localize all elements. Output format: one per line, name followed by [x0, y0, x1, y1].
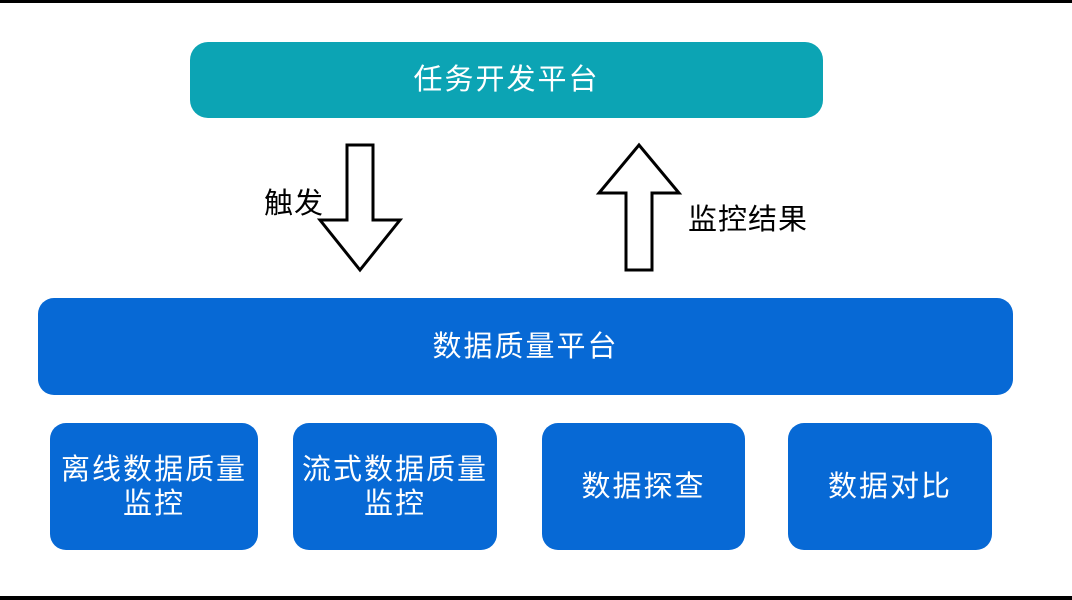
data-quality-platform-box: 数据质量平台	[38, 298, 1013, 395]
module-data-exploration-box: 数据探查	[542, 423, 745, 550]
module-offline-dq-monitor-line2: 监控	[122, 487, 185, 520]
trigger-down-arrow	[316, 143, 404, 273]
module-streaming-dq-monitor-line1: 流式数据质量	[301, 453, 488, 486]
data-quality-platform-label: 数据质量平台	[432, 330, 619, 363]
module-offline-dq-monitor-box: 离线数据质量 监控	[50, 423, 258, 550]
top-border-line	[0, 0, 1072, 3]
monitor-result-up-arrow	[595, 142, 683, 272]
monitor-result-arrow-label: 监控结果	[688, 204, 809, 236]
module-offline-dq-monitor-line1: 离线数据质量	[60, 453, 247, 486]
task-dev-platform-box: 任务开发平台	[190, 42, 823, 118]
module-data-comparison-box: 数据对比	[788, 423, 992, 550]
module-streaming-dq-monitor-line2: 监控	[363, 487, 426, 520]
module-data-exploration-label: 数据探查	[581, 470, 706, 503]
module-streaming-dq-monitor-box: 流式数据质量 监控	[293, 423, 497, 550]
bottom-border-line	[0, 596, 1072, 600]
module-data-comparison-label: 数据对比	[827, 470, 952, 503]
trigger-arrow-label: 触发	[264, 188, 325, 220]
task-dev-platform-label: 任务开发平台	[413, 64, 600, 96]
